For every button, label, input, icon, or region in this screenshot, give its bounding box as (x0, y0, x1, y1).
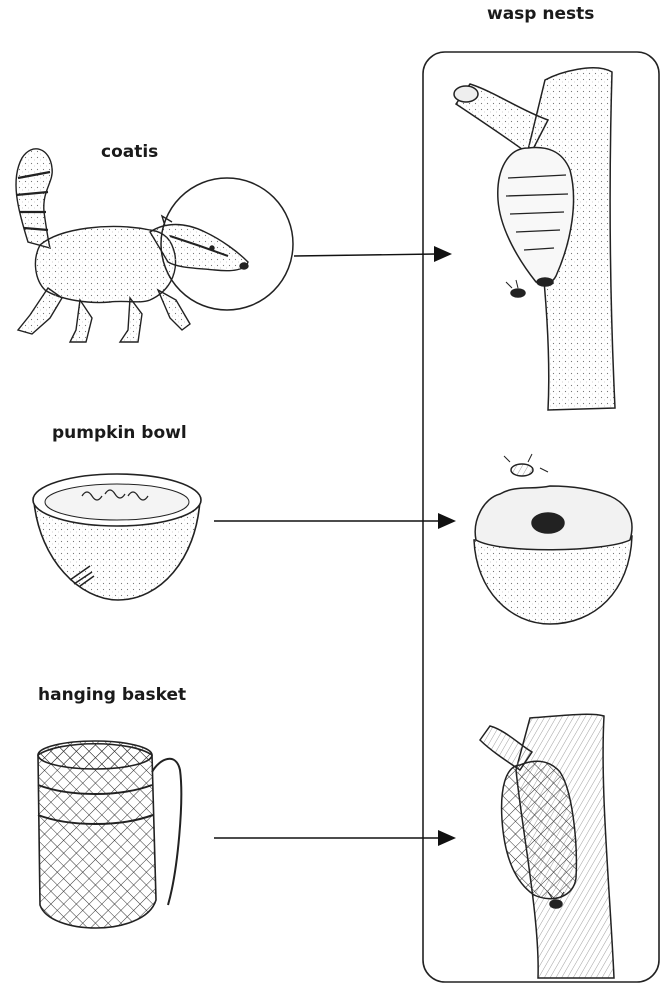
arrow-coatis-to-tree-nest (294, 246, 452, 262)
pumpkin-bowl-illustration (33, 474, 201, 600)
arrow-basket-to-basket-nest (214, 830, 456, 846)
tree-hanging-nest-illustration (454, 68, 615, 410)
bowl-nest-illustration (474, 454, 632, 624)
tree-basket-nest-illustration (480, 714, 614, 978)
hanging-basket-illustration (38, 741, 181, 928)
coati-illustration (16, 149, 248, 342)
arrow-bowl-to-bowl-nest (214, 513, 456, 529)
